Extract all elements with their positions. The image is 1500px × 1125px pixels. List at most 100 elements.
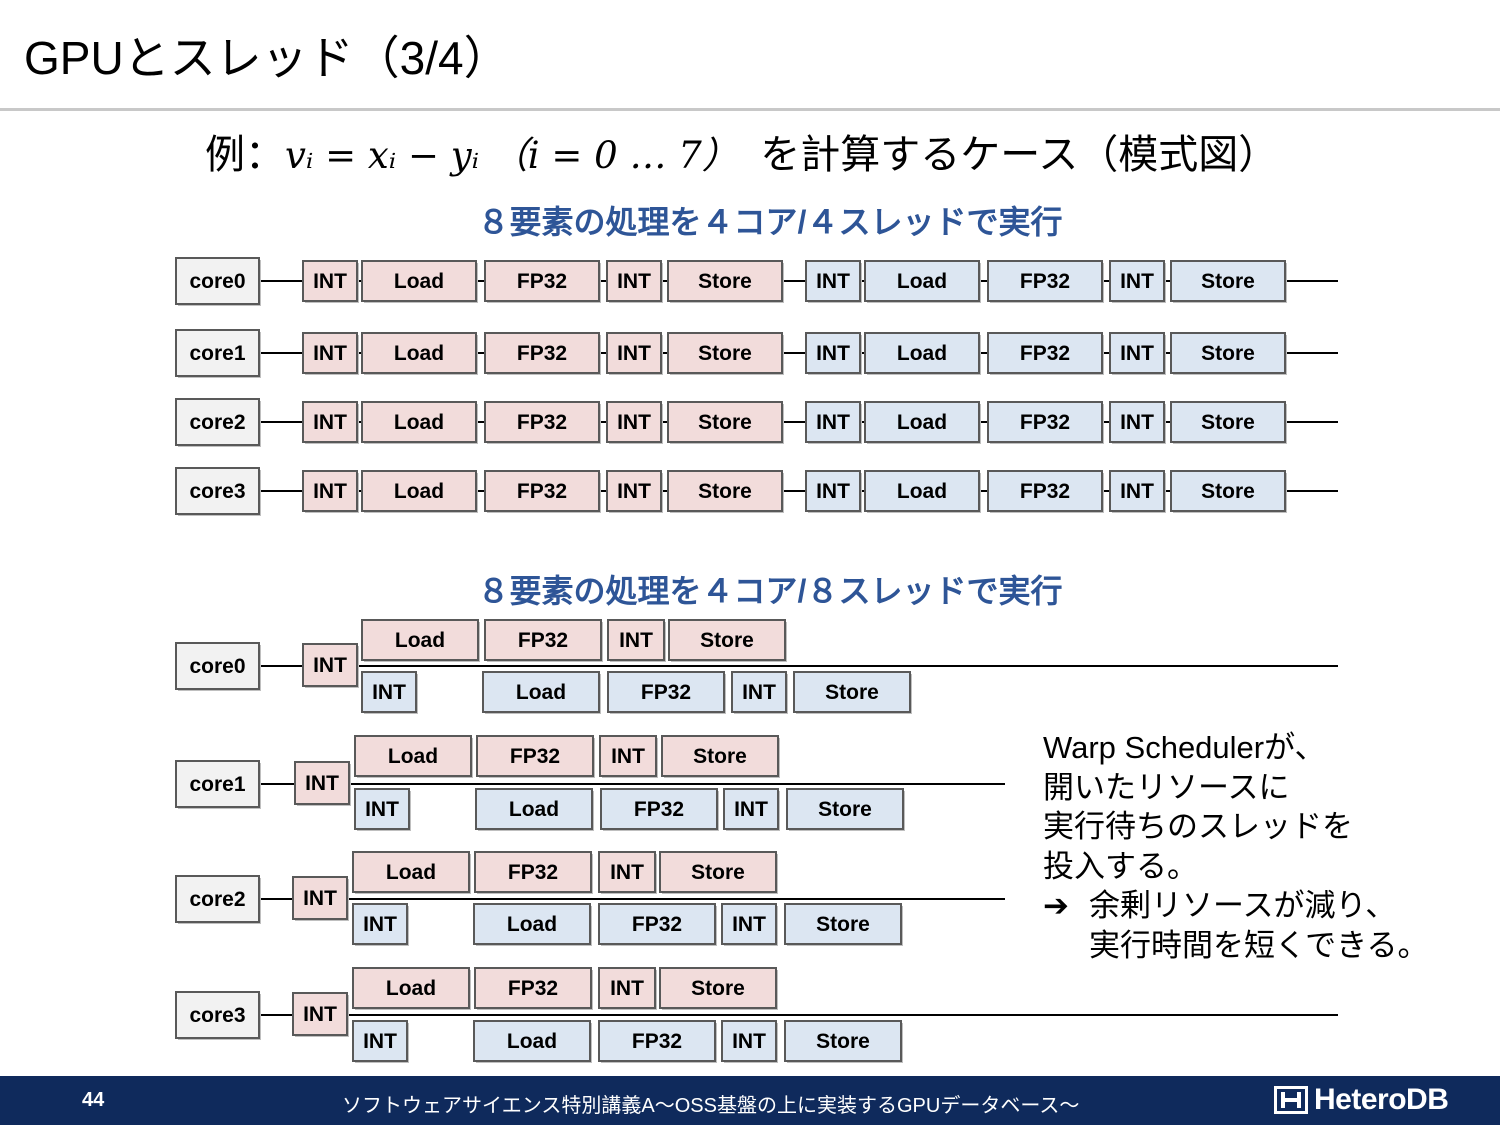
load-op-box: Load [475,788,594,831]
page-number: 44 [82,1089,105,1111]
fp32-op-box: FP32 [598,903,717,946]
op-label: Load [897,480,947,503]
op-label: INT [734,798,768,821]
fp32-op-box: FP32 [607,671,726,714]
op-label: Store [698,342,752,365]
core-box: core3 [175,467,261,516]
fp32-op-box: FP32 [484,470,601,513]
section1-heading: ８要素の処理を４コア/４スレッドで実行 [477,204,1063,240]
op-label: FP32 [1020,342,1070,365]
op-label: Load [897,270,947,293]
footer-title: ソフトウェアサイエンス特別講義A～OSS基盤の上に実装するGPUデータベース～ [342,1095,1080,1117]
op-label: INT [611,745,645,768]
int-op-box: INT [1109,470,1166,513]
fp32-op-box: FP32 [474,851,593,894]
op-label: INT [610,977,644,1000]
op-label: Store [691,977,745,1000]
op-label: INT [816,270,850,293]
op-label: INT [1120,342,1154,365]
core-box: core1 [175,760,261,809]
store-op-box: Store [668,619,787,662]
load-op-box: Load [864,401,981,444]
store-op-box: Store [667,470,784,513]
int-op-box: INT [805,401,862,444]
op-label: Load [897,411,947,434]
int-op-box: INT [1109,401,1166,444]
op-label: Load [386,977,436,1000]
store-op-box: Store [786,788,905,831]
fp32-op-box: FP32 [987,260,1104,303]
op-label: INT [816,480,850,503]
example-caption: 例：vᵢ = xᵢ − yᵢ （i = 0 … 7） を計算するケース（模式図） [205,122,1278,180]
fp32-op-box: FP32 [484,401,601,444]
core-box: core0 [175,257,261,306]
op-label: Store [818,798,872,821]
int-op-box: INT [607,619,666,662]
int-op-box: INT [805,260,862,303]
op-label: INT [313,342,347,365]
op-label: FP32 [1020,480,1070,503]
int-op-box: INT [292,876,349,921]
store-op-box: Store [667,332,784,375]
op-label: FP32 [1020,411,1070,434]
core-box: core1 [175,329,261,378]
op-label: INT [1120,270,1154,293]
load-op-box: Load [361,401,478,444]
load-op-box: Load [473,1020,592,1063]
op-label: INT [313,654,347,677]
note-line: 投入する。 [1043,848,1198,884]
fp32-op-box: FP32 [484,260,601,303]
op-label: Store [691,861,745,884]
note-line: 実行待ちのスレッドを [1043,809,1353,844]
op-label: core0 [189,270,245,293]
op-label: Load [394,411,444,434]
op-label: Store [816,1030,870,1053]
load-op-box: Load [352,851,471,894]
fp32-op-box: FP32 [987,401,1104,444]
int-op-box: INT [721,1020,778,1063]
op-label: INT [617,270,651,293]
int-op-box: INT [302,401,359,444]
op-label: Load [388,745,438,768]
op-label: INT [742,681,776,704]
op-label: INT [303,1003,337,1026]
op-label: INT [619,629,653,652]
heterodb-logo-icon [1274,1086,1308,1114]
core-box: core3 [175,991,261,1040]
op-label: Store [698,411,752,434]
op-label: Load [897,342,947,365]
load-op-box: Load [864,260,981,303]
op-label: FP32 [634,798,684,821]
store-op-box: Store [659,967,778,1010]
op-label: Store [698,480,752,503]
load-op-box: Load [354,735,473,778]
op-label: Load [395,629,445,652]
store-op-box: Store [667,260,784,303]
op-label: FP32 [632,1030,682,1053]
store-op-box: Store [793,671,912,714]
op-label: FP32 [517,270,567,293]
example-suffix: を計算するケース（模式図） [720,133,1279,177]
warp-scheduler-note: Warp Schedulerが、 開いたリソースに 実行待ちのスレッドを 投入す… [1043,728,1428,965]
core-box: core2 [175,875,261,924]
load-op-box: Load [361,260,478,303]
int-op-box: INT [354,788,411,831]
fp32-op-box: FP32 [600,788,719,831]
op-label: core3 [189,480,245,503]
int-op-box: INT [302,260,359,303]
op-label: INT [617,342,651,365]
int-op-box: INT [723,788,780,831]
int-op-box: INT [598,967,657,1010]
op-label: FP32 [632,913,682,936]
op-label: INT [363,913,397,936]
fp32-op-box: FP32 [987,332,1104,375]
op-label: Store [1201,480,1255,503]
op-label: INT [610,861,644,884]
store-op-box: Store [1170,260,1287,303]
int-op-box: INT [805,470,862,513]
op-label: core2 [189,888,245,911]
int-op-box: INT [292,992,349,1037]
int-op-box: INT [731,671,788,714]
op-label: INT [617,411,651,434]
store-op-box: Store [784,1020,903,1063]
